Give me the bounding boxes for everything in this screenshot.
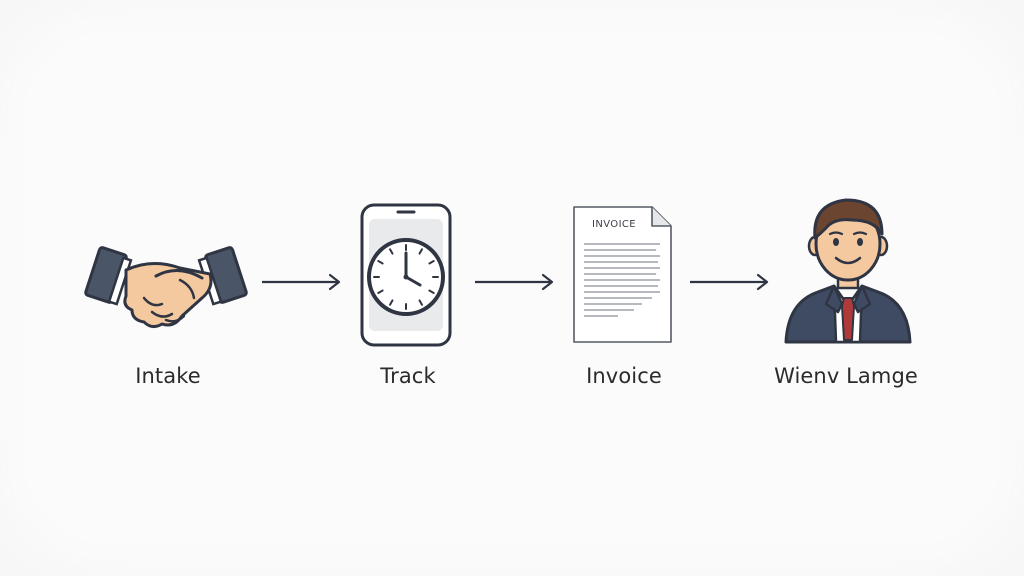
- handshake-icon: [84, 246, 248, 329]
- arrow-2: [475, 273, 554, 291]
- person-avatar-icon: [784, 198, 912, 344]
- step-person: [782, 194, 914, 346]
- invoice-doc-title: INVOICE: [592, 219, 637, 230]
- step-intake: [82, 228, 262, 348]
- step-label-person: Wienv Lamge: [774, 364, 918, 388]
- step-label-track: Track: [380, 364, 436, 388]
- clock-tablet-icon: [360, 203, 452, 347]
- step-label-invoice: Invoice: [586, 364, 662, 388]
- step-label-intake: Intake: [135, 364, 201, 388]
- arrow-1: [262, 273, 341, 291]
- arrow-3: [690, 273, 769, 291]
- step-invoice: INVOICE: [572, 205, 674, 345]
- step-track: [360, 203, 454, 349]
- invoice-document-icon: [573, 206, 672, 343]
